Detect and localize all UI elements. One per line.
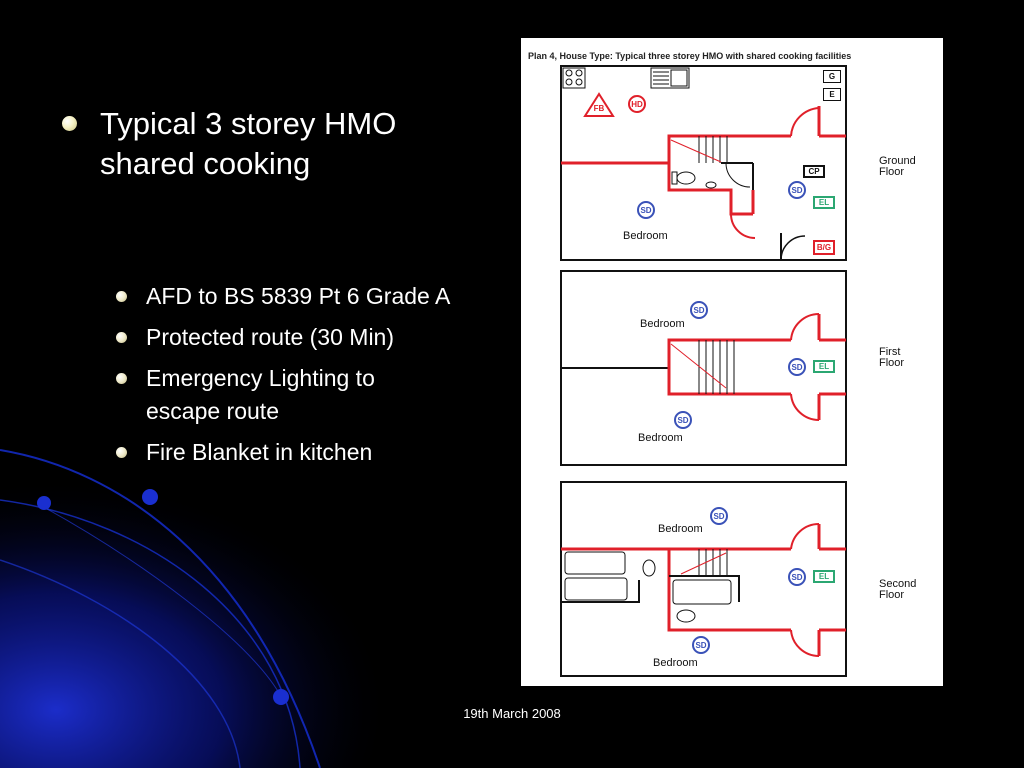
floor-label: First Floor [879,347,904,369]
sub-bullet-text: Emergency Lighting to escape route [146,365,375,424]
wall [561,580,640,603]
room-label: Bedroom [640,318,685,330]
smoke-detector-label: SD [693,306,705,315]
bullet-dot-icon [116,373,127,384]
sub-bullet-text: AFD to BS 5839 Pt 6 Grade A [146,283,451,309]
smoke-detector-label: SD [791,186,803,195]
emergency-light-symbol: EL [813,360,835,373]
bg-arc [0,559,241,768]
floor-label-line: Floor [879,357,905,369]
smoke-detector-icon [690,301,708,319]
bath-icon [564,551,732,605]
stair-icon [680,549,728,576]
floor-label-line: First [879,346,901,358]
floor-plan-drawing [560,65,847,677]
gas-meter-symbol: G [823,70,841,83]
smoke-detector-label: SD [713,512,725,521]
smoke-detector-label: SD [695,641,707,650]
floor-label-line: Floor [879,166,905,178]
stair-icon [670,340,735,394]
control-panel-symbol: CP [803,165,825,178]
heat-detector-icon [628,95,646,113]
fire-blanket-icon [583,92,615,117]
room-label: Bedroom [638,432,683,444]
door-swing [725,162,751,188]
stair-icon [670,136,728,163]
smoke-detector-icon [710,507,728,525]
floor-label-line: Second [879,578,917,590]
floor-label: Second Floor [879,579,916,601]
plan-title: Plan 4, House Type: Typical three storey… [528,51,852,61]
footer-date: 19th March 2008 [463,706,561,721]
smoke-detector-icon [674,411,692,429]
bg-arc [0,499,301,768]
smoke-detector-label: SD [677,416,689,425]
door-swing [790,107,820,137]
bg-arc [0,449,321,768]
bullet-dot-icon [62,116,77,131]
toilet-icon [671,171,717,189]
toilet-icon [642,559,696,623]
smoke-detector-label: SD [791,363,803,372]
floor-plan-diagram: Plan 4, House Type: Typical three storey… [521,38,943,686]
room-label: Bedroom [658,523,703,535]
smoke-detector-icon [788,568,806,586]
bg-arc [39,504,283,699]
room-label: Bedroom [623,230,668,242]
ground-floor-plan [560,65,847,261]
bullet-dot-icon [116,332,127,343]
heat-detector-label: HD [631,100,643,109]
cooker-icon [562,67,586,89]
bg-node [142,489,158,505]
break-glass-symbol: B/G [813,240,835,255]
sub-bullet: Protected route (30 Min) [114,321,454,354]
smoke-detector-label: SD [640,206,652,215]
floor-label: Ground Floor [879,156,916,178]
floor-label-line: Floor [879,589,905,601]
smoke-detector-icon [692,636,710,654]
door-swing [790,393,820,422]
sub-bullet-text: Fire Blanket in kitchen [146,439,373,465]
door-swing [790,522,820,550]
electric-meter-symbol: E [823,88,841,101]
sub-bullet-list: AFD to BS 5839 Pt 6 Grade A Protected ro… [114,280,454,477]
second-floor-outline [560,481,847,677]
wall [669,575,740,602]
bullet-dot-icon [116,447,127,458]
protected-route-wall [561,547,753,632]
fire-blanket-label: FB [593,104,605,113]
smoke-detector-label: SD [791,573,803,582]
protected-route-wall [667,338,791,368]
bg-node [273,689,289,705]
door-swing [790,312,820,341]
smoke-detector-icon [788,181,806,199]
protected-route-wall [667,368,791,396]
emergency-light-symbol: EL [813,196,835,209]
sub-bullet-text: Protected route (30 Min) [146,324,395,350]
protected-route-wall [667,163,753,216]
room-label: Bedroom [653,657,698,669]
bg-node [37,496,51,510]
door-swing [790,629,820,658]
sink-icon [650,67,690,89]
door-swing [780,235,806,261]
second-floor-plan [560,481,847,677]
main-bullet-text: Typical 3 storey HMO shared cooking [100,106,397,181]
protected-route-wall [667,134,791,163]
sub-bullet: Fire Blanket in kitchen [114,436,454,469]
floor-label-line: Ground [879,155,916,167]
smoke-detector-icon [637,201,655,219]
sub-bullet: Emergency Lighting to escape route [114,362,454,428]
sub-bullet: AFD to BS 5839 Pt 6 Grade A [114,280,454,313]
emergency-light-symbol: EL [813,570,835,583]
smoke-detector-icon [788,358,806,376]
bullet-dot-icon [116,291,127,302]
first-floor-plan [560,270,847,466]
door-swing [730,213,756,239]
